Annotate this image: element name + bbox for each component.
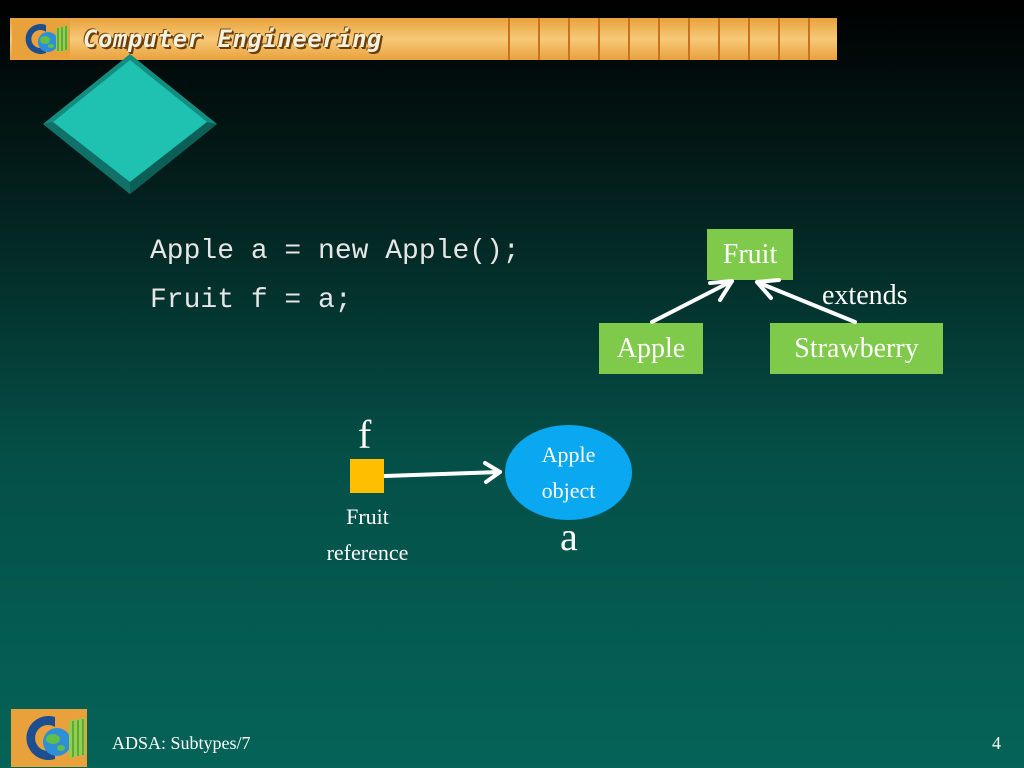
page-number: 4 (992, 733, 1001, 753)
code-line-1: Apple a = new Apple(); (150, 236, 520, 267)
fruit-class-box: Fruit (707, 229, 793, 280)
reference-caption-line1: Fruit (346, 504, 389, 529)
extends-label: extends (822, 280, 908, 311)
object-line2: object (541, 478, 596, 503)
header-banner: Computer Engineering (10, 18, 837, 60)
apple-object-ellipse: Apple object (505, 425, 632, 520)
logo-icon (12, 20, 70, 58)
code-line-2: Fruit f = a; (150, 285, 352, 316)
diamond-icon (43, 54, 217, 194)
arrow-icon (650, 279, 734, 324)
reference-caption: Fruit reference (310, 499, 425, 571)
logo-icon (11, 709, 87, 767)
arrow-icon (383, 461, 502, 484)
footer-text: ADSA: Subtypes/7 (112, 733, 251, 753)
variable-f-label: f (358, 412, 372, 457)
banner-stripes (508, 18, 837, 60)
header-title: Computer Engineering (83, 25, 382, 53)
variable-a-label: a (560, 514, 578, 559)
object-line1: Apple (541, 442, 596, 467)
code-block: Apple a = new Apple(); Fruit f = a; (150, 227, 520, 325)
apple-class-box: Apple (599, 323, 703, 374)
fruit-reference-box (350, 459, 384, 493)
strawberry-class-box: Strawberry (770, 323, 943, 374)
reference-caption-line2: reference (326, 540, 409, 565)
